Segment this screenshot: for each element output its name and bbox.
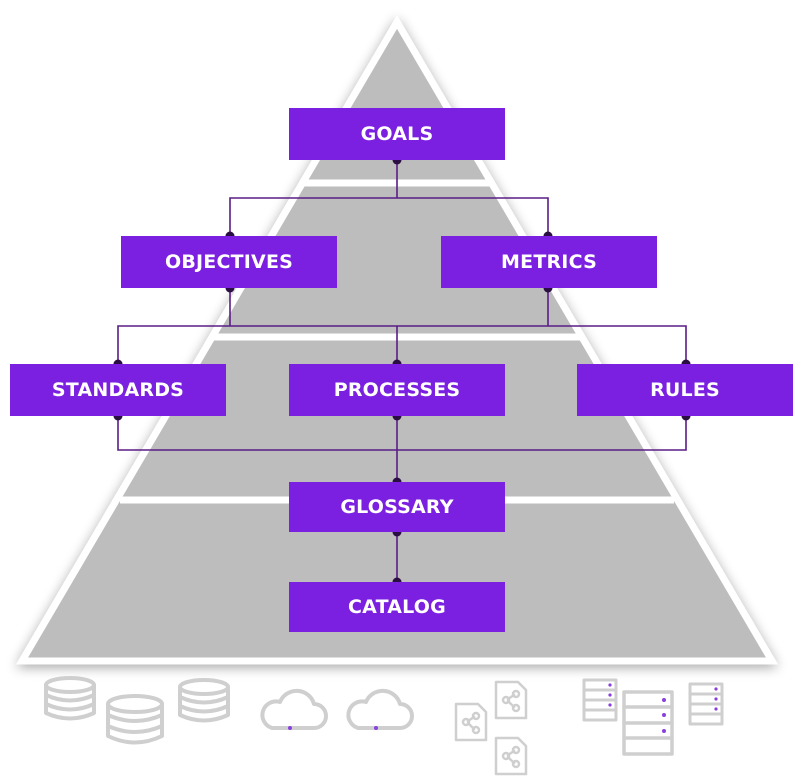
database-icon	[106, 694, 164, 745]
connectors	[117, 160, 687, 582]
standards-node: STANDARDS	[10, 364, 226, 416]
server-accent	[662, 698, 666, 702]
processes-node: PROCESSES	[289, 364, 505, 416]
shared-file-icon	[494, 680, 528, 720]
server-rack-icon	[582, 678, 618, 722]
server-accent	[662, 713, 666, 717]
shared-file-icon	[494, 736, 528, 776]
connector	[117, 325, 687, 364]
server-rack-icon	[622, 690, 674, 756]
connector	[117, 416, 687, 451]
shared-file-icon	[454, 702, 488, 742]
server-rack-icon	[688, 682, 724, 726]
catalog-node: CATALOG	[289, 582, 505, 632]
glossary-node: GLOSSARY	[289, 482, 505, 532]
server-accent	[608, 703, 612, 707]
connector	[229, 197, 549, 236]
cloud-accent	[288, 726, 292, 730]
icon-accents	[288, 683, 718, 733]
objectives-node: OBJECTIVES	[121, 236, 337, 288]
cloud-icon	[346, 688, 414, 730]
metrics-node: METRICS	[441, 236, 657, 288]
server-accent	[662, 729, 666, 733]
server-accent	[608, 683, 612, 687]
server-accent	[714, 687, 718, 691]
database-icon	[178, 678, 230, 723]
database-icon	[44, 676, 96, 721]
server-accent	[714, 707, 718, 711]
goals-node: GOALS	[289, 108, 505, 160]
server-accent	[608, 693, 612, 697]
cloud-accent	[374, 726, 378, 730]
server-accent	[714, 697, 718, 701]
rules-node: RULES	[577, 364, 793, 416]
cloud-icon	[260, 688, 328, 730]
